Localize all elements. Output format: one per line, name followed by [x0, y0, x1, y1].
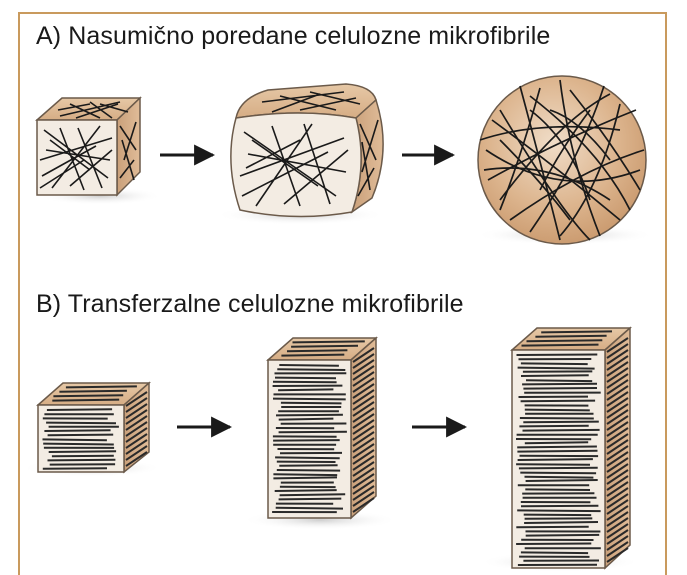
- a-swollen-cell: [215, 83, 385, 225]
- fibril-strokes: [42, 385, 148, 470]
- b-medium-cell: [242, 336, 398, 530]
- b-tall-cell: [480, 326, 640, 572]
- a-cube-cell: [35, 96, 162, 205]
- fibril-strokes: [272, 340, 375, 514]
- a-sphere-cell: [475, 75, 655, 245]
- b-short-cell: [22, 381, 162, 477]
- section-a-title: A) Nasumično poredane celulozne mikrofib…: [36, 22, 551, 50]
- section-b-title: B) Transferzalne celulozne mikrofibrile: [36, 290, 464, 318]
- fibril-strokes: [515, 330, 629, 566]
